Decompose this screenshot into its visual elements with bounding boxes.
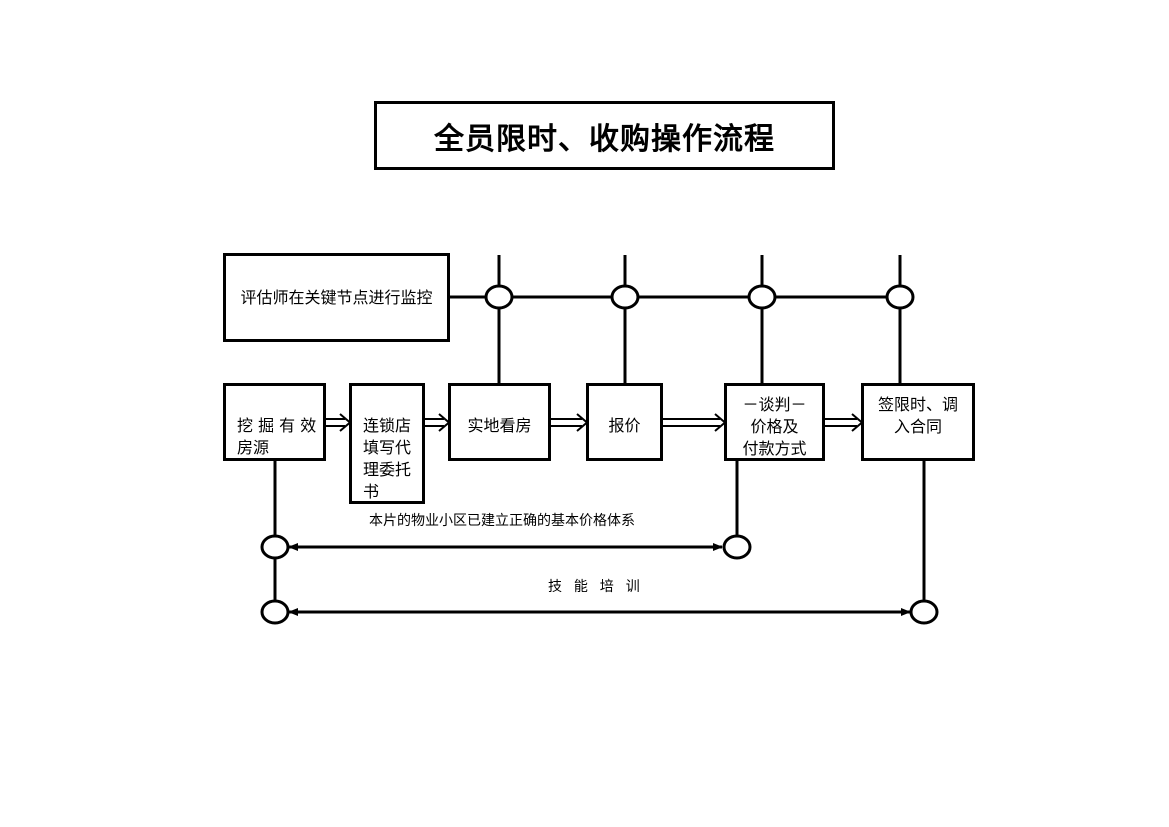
step-sign-contract-line-2: 入合同 xyxy=(893,417,942,436)
step-fill-agency-form-line-4: 书 xyxy=(363,482,380,501)
training-node-right xyxy=(909,599,939,625)
step-fill-agency-form-line-1: 连锁店 xyxy=(363,416,412,435)
training-node-left xyxy=(260,599,290,625)
step-site-visit-label: 实地看房 xyxy=(467,416,532,435)
step-quote-label: 报价 xyxy=(608,416,641,435)
step-fill-agency-form-line-2: 填写代 xyxy=(363,438,412,457)
step-sign-contract-line-1: 签限时、调 xyxy=(877,395,958,414)
monitor-label: 评估师在关键节点进行监控 xyxy=(240,287,433,307)
step-find-listings-line-1: 挖 掘 有 效 xyxy=(237,416,317,435)
monitor-box: 评估师在关键节点进行监控 xyxy=(223,253,450,342)
monitor-node-2 xyxy=(610,284,640,310)
step-fill-agency-form: 连锁店 填写代 理委托 书 xyxy=(349,383,425,504)
step-negotiate-line-3: 付款方式 xyxy=(742,439,807,458)
skills-training-note: 技 能 培 训 xyxy=(548,579,641,595)
step-find-listings-line-2: 房源 xyxy=(237,438,270,457)
step-fill-agency-form-line-3: 理委托 xyxy=(363,460,412,479)
step-negotiate-line-1: －谈判－ xyxy=(742,395,807,414)
title-box: 全员限时、收购操作流程 xyxy=(374,101,835,170)
step-sign-contract: 签限时、调 入合同 xyxy=(861,383,975,461)
page-title: 全员限时、收购操作流程 xyxy=(434,121,775,157)
flow-arrow-5 xyxy=(825,413,864,432)
flow-arrow-2 xyxy=(425,413,451,432)
step-negotiate-line-2: 价格及 xyxy=(750,417,799,436)
flow-arrow-3 xyxy=(550,413,589,432)
monitor-node-4 xyxy=(885,284,915,310)
step-quote: 报价 xyxy=(586,383,663,461)
step-negotiate: －谈判－ 价格及 付款方式 xyxy=(724,383,825,461)
step-find-listings: 挖 掘 有 效 房源 xyxy=(223,383,326,461)
monitor-node-1 xyxy=(484,284,514,310)
flow-arrow-1 xyxy=(326,413,352,432)
monitor-node-3 xyxy=(747,284,777,310)
flow-arrow-4 xyxy=(663,413,727,432)
price-system-note: 本片的物业小区已建立正确的基本价格体系 xyxy=(369,513,635,529)
price-node-left xyxy=(260,534,290,560)
step-site-visit: 实地看房 xyxy=(448,383,551,461)
price-node-right xyxy=(722,534,752,560)
